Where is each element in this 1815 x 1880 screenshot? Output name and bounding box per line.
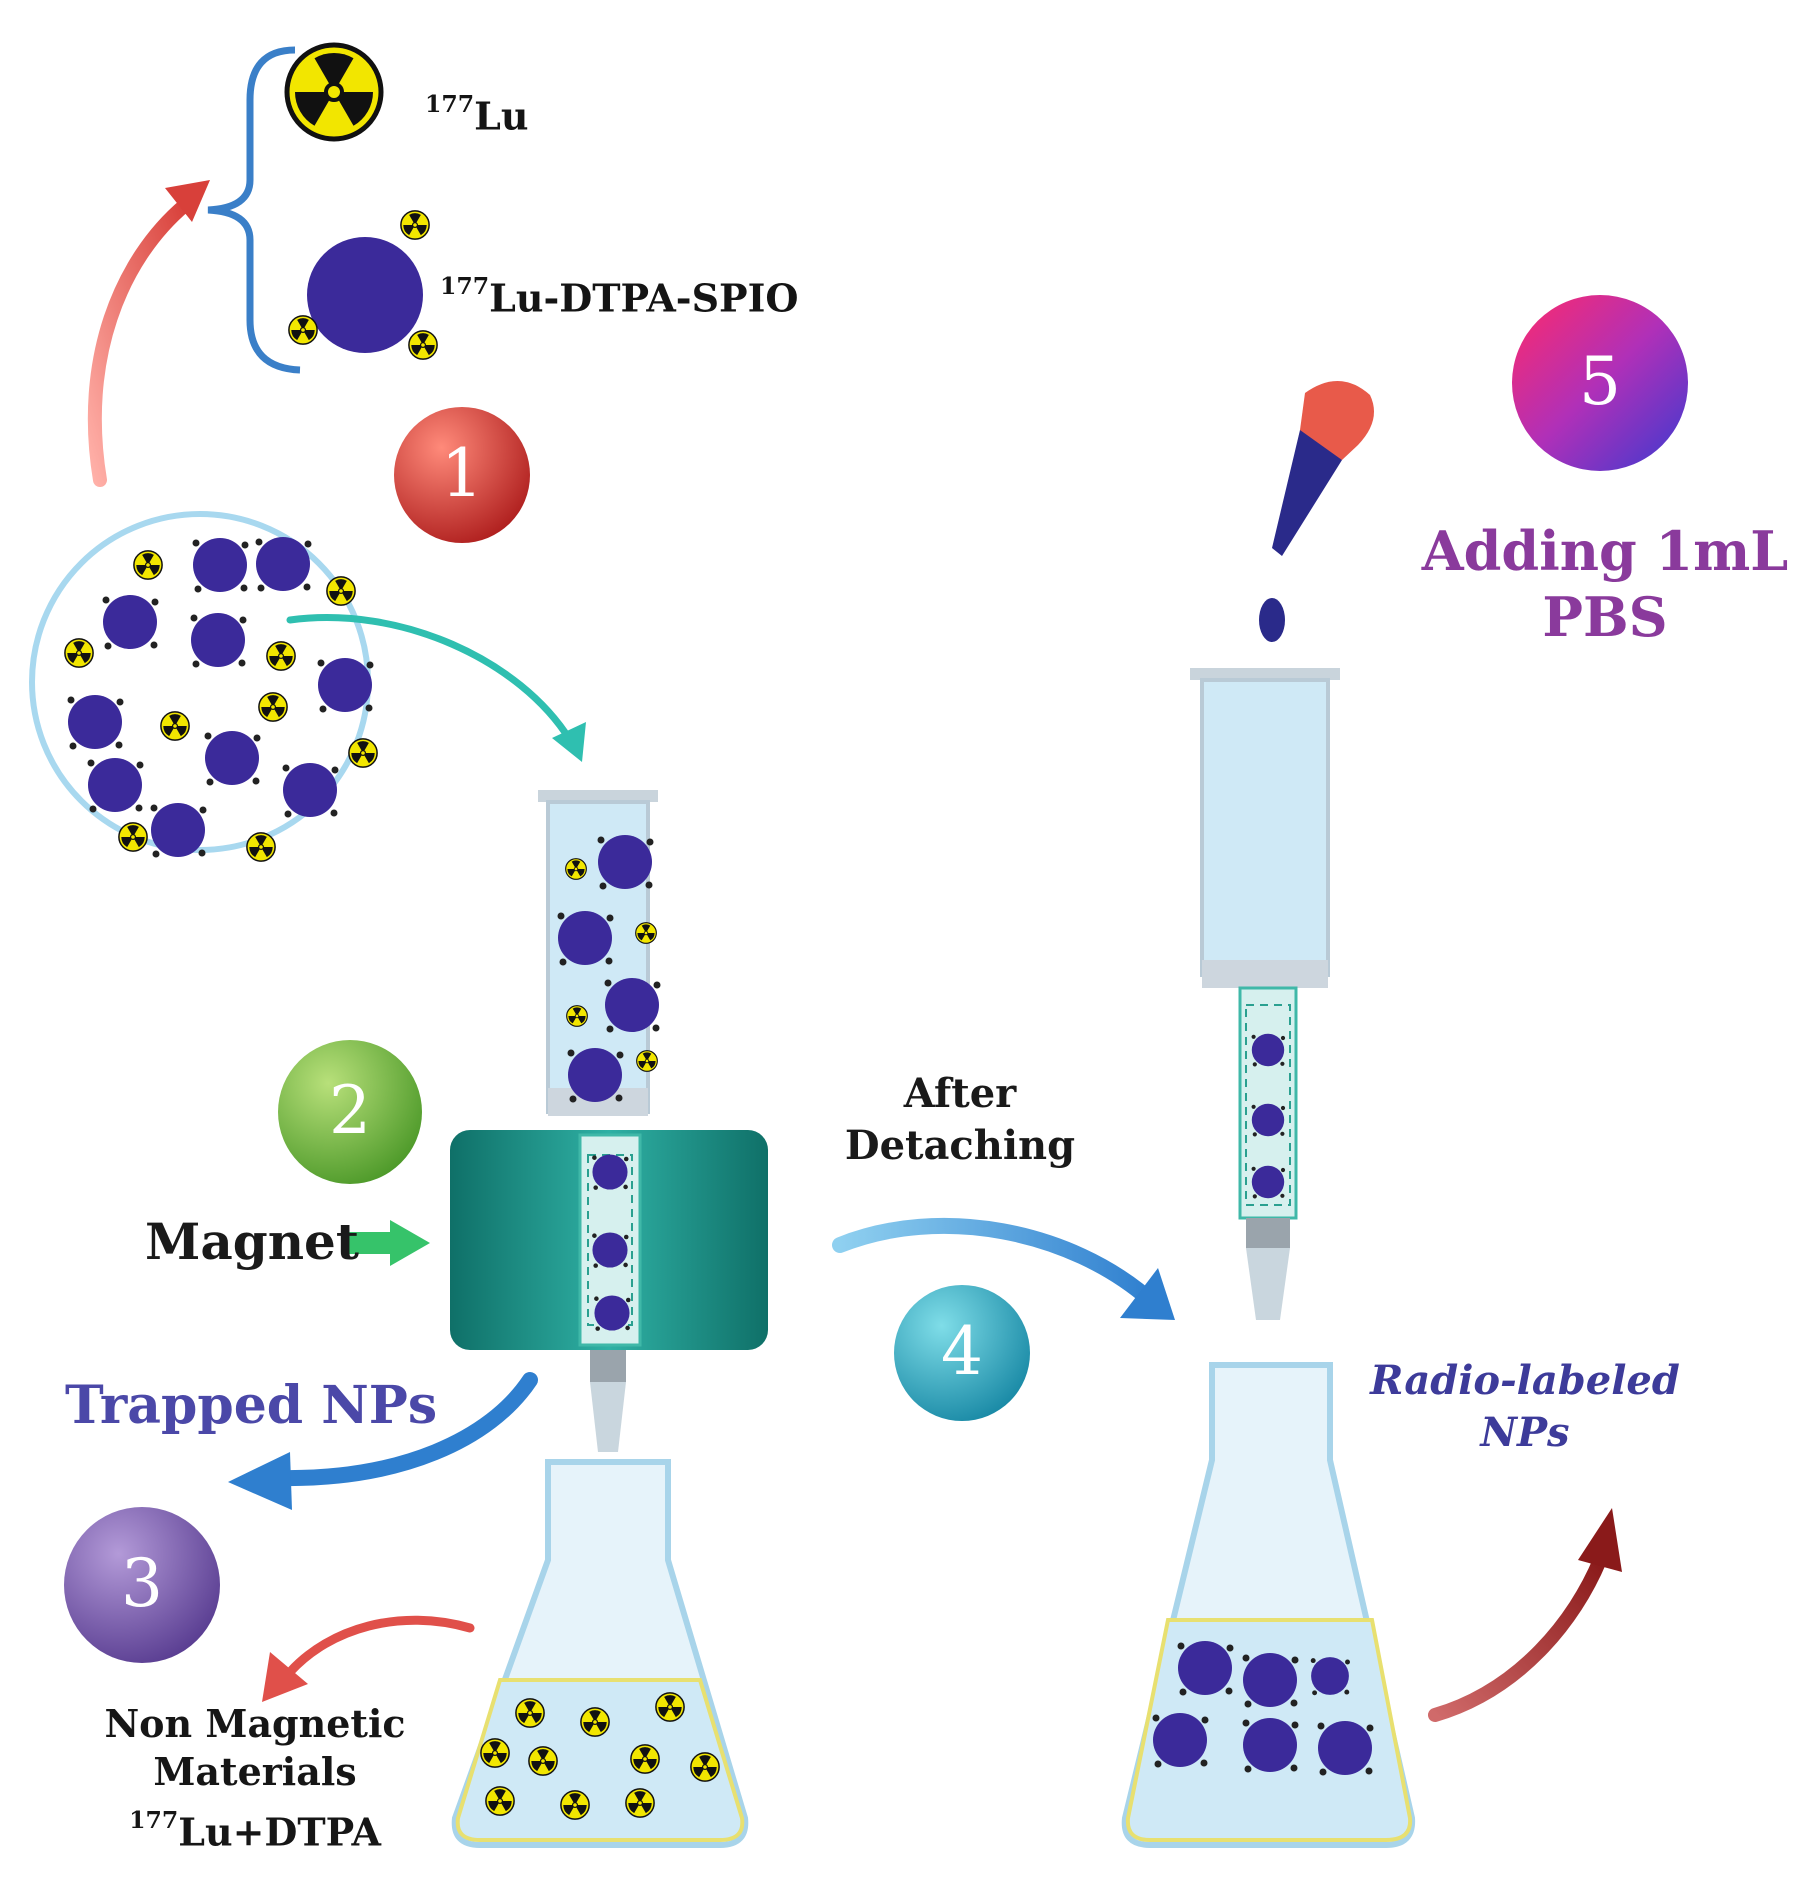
step-5-number: 5: [1579, 343, 1621, 420]
non-formula: Lu+DTPA: [178, 1809, 381, 1855]
lutetium-mass-number: 177: [425, 90, 475, 118]
teal-curved-arrow: [286, 614, 586, 762]
step-5-badge: [1512, 295, 1688, 471]
step-2-number: 2: [329, 1072, 371, 1149]
magnet-arrow: [344, 1220, 430, 1266]
radio-labeled-label: Radio-labeled NPs: [1355, 1355, 1695, 1459]
step-3-number: 3: [121, 1545, 163, 1622]
complex-name: Lu-DTPA-SPIO: [489, 275, 799, 321]
step-4-badge: [894, 1285, 1030, 1421]
mixture-circle: [29, 511, 378, 862]
legend-nanoparticle-icon: [288, 210, 438, 360]
after-label-line2: Detaching: [844, 1122, 1076, 1169]
step-3-badge: [64, 1507, 220, 1663]
left-flask: [451, 1459, 749, 1848]
left-funnel-tip: [590, 1350, 626, 1452]
non-mass-number: 177: [129, 1806, 179, 1834]
non-magnetic-label: Non Magnetic Materials 177Lu+DTPA: [90, 1700, 420, 1857]
non-label-line3: 177Lu+DTPA: [90, 1796, 420, 1857]
non-label-line1: Non Magnetic: [104, 1701, 406, 1746]
output-arrow: [1428, 1508, 1622, 1722]
radio-label-line2: NPs: [1480, 1409, 1570, 1456]
step-1-badge: [394, 407, 530, 543]
magnet-block: [450, 1130, 768, 1350]
radio-label-line1: Radio-labeled: [1370, 1357, 1680, 1404]
step-2-badge: [278, 1040, 422, 1184]
adding-label-line2: PBS: [1542, 585, 1668, 649]
non-magnetic-arrow: [262, 1615, 475, 1702]
non-label-line2: Materials: [153, 1749, 357, 1794]
step-1-number: 1: [441, 435, 483, 512]
adding-pbs-label: Adding 1mL PBS: [1415, 518, 1795, 650]
lutetium-label: 177Lu: [425, 90, 529, 139]
complex-mass-number: 177: [440, 272, 490, 300]
after-label-line1: After: [903, 1070, 1017, 1117]
detaching-arrow: [832, 1217, 1175, 1320]
step-4-number: 4: [941, 1313, 983, 1390]
left-syringe: [538, 790, 661, 1116]
right-syringe: [1190, 668, 1340, 1320]
after-detaching-label: After Detaching: [840, 1068, 1080, 1172]
magnet-label: Magnet: [145, 1212, 359, 1271]
complex-label: 177Lu-DTPA-SPIO: [440, 272, 798, 321]
legend-brace: [207, 46, 301, 374]
dropper: [1259, 380, 1374, 642]
trapped-arrow: [228, 1372, 538, 1510]
trapped-nps-label: Trapped NPs: [65, 1375, 438, 1436]
red-curved-arrow: [87, 180, 210, 487]
lutetium-radiation-icon: [287, 45, 381, 139]
lutetium-symbol: Lu: [474, 93, 529, 139]
adding-label-line1: Adding 1mL: [1421, 519, 1789, 583]
right-flask: [1121, 1362, 1416, 1848]
